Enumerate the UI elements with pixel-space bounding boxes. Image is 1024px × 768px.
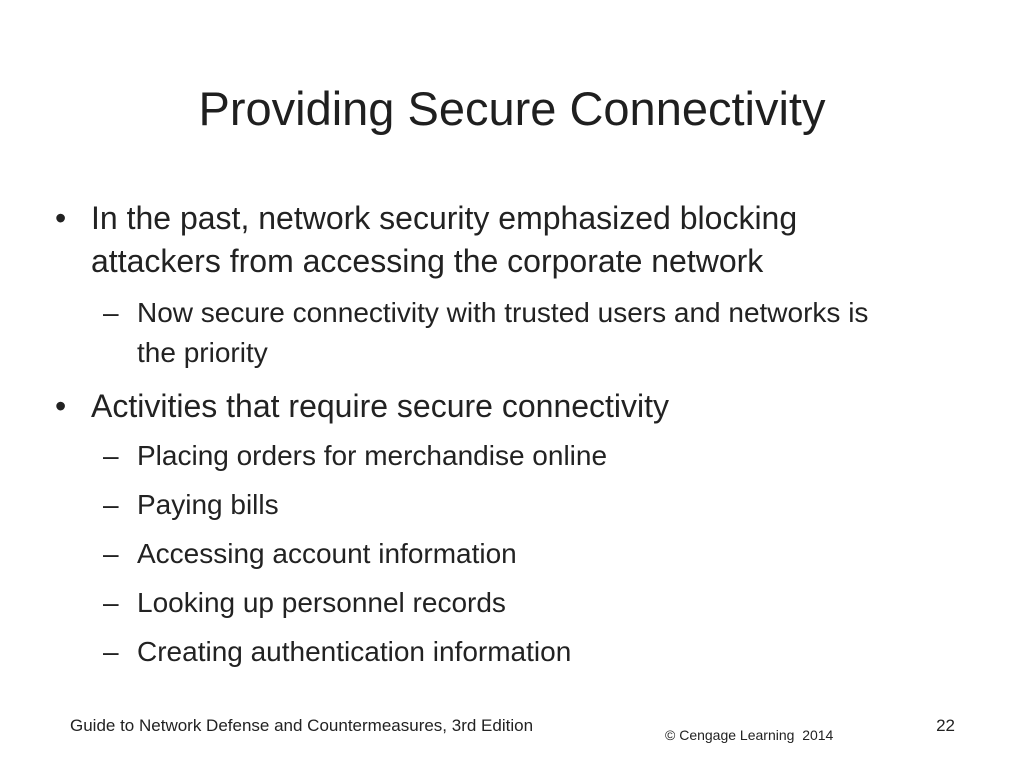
sub-bullet-item: – Accessing account information (103, 534, 897, 574)
sub-bullet-text: Accessing account information (137, 538, 517, 569)
dash-marker: – (103, 587, 119, 618)
dash-marker: – (103, 636, 119, 667)
sub-bullet-item: – Placing orders for merchandise online (103, 436, 897, 476)
sub-bullet-item: – Looking up personnel records (103, 583, 897, 623)
bullet-text: Activities that require secure connectiv… (91, 388, 670, 424)
sub-bullet-text: Paying bills (137, 489, 279, 520)
sub-bullet-text: Now secure connectivity with trusted use… (137, 297, 869, 368)
sub-bullet-text: Placing orders for merchandise online (137, 440, 608, 471)
dash-marker: – (103, 297, 119, 328)
sub-bullet-text: Looking up personnel records (137, 587, 506, 618)
footer-book-title: Guide to Network Defense and Countermeas… (70, 716, 534, 735)
sub-bullet-text: Creating authentication information (137, 636, 572, 667)
bullet-item: • Activities that require secure connect… (55, 385, 931, 428)
sub-bullet-item: – Now secure connectivity with trusted u… (103, 293, 897, 373)
bullet-text: In the past, network security emphasized… (91, 200, 798, 279)
footer-copyright: © Cengage Learning 2014 (665, 727, 834, 743)
sub-bullet-item: – Creating authentication information (103, 632, 897, 672)
slide-title: Providing Secure Connectivity (198, 82, 826, 135)
bullet-marker: • (55, 388, 67, 424)
sub-bullet-item: – Paying bills (103, 485, 897, 525)
dash-marker: – (103, 489, 119, 520)
slide-number: 22 (936, 716, 955, 735)
bullet-marker: • (55, 200, 67, 236)
dash-marker: – (103, 440, 119, 471)
bullet-item: • In the past, network security emphasiz… (55, 197, 931, 283)
dash-marker: – (103, 538, 119, 569)
